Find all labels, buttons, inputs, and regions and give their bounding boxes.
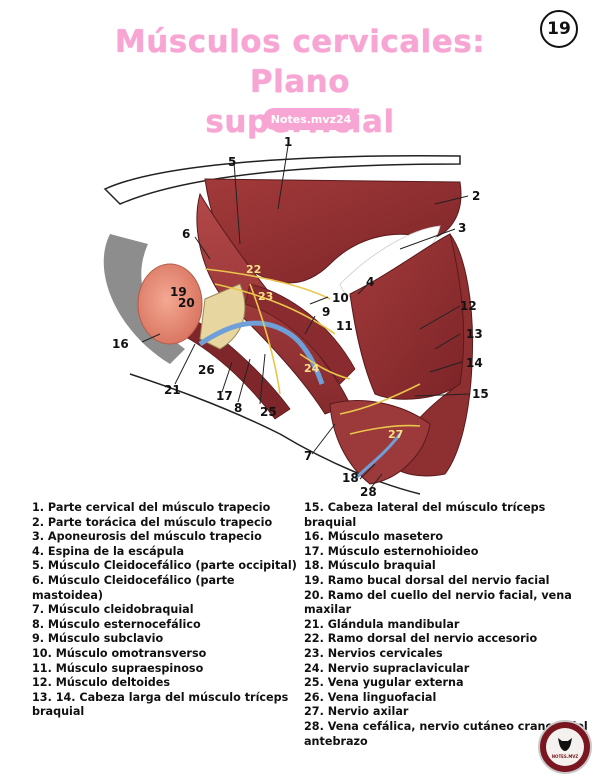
leader-lines xyxy=(141,145,471,490)
anatomy-illustration: 1 2 3 4 5 6 7 8 9 10 11 12 13 14 15 16 1… xyxy=(103,135,489,499)
brachial-muscle xyxy=(329,400,431,485)
legend-item: 7. Músculo cleidobraquial xyxy=(32,603,194,617)
anatomy-figure: 1 2 3 4 5 6 7 8 9 10 11 12 13 14 15 16 1… xyxy=(100,134,600,499)
figure-label-28: 28 xyxy=(360,485,377,496)
legend-right-column: 15. Cabeza lateral del músculo tríceps b… xyxy=(304,501,590,749)
figure-label-23: 23 xyxy=(258,290,273,303)
figure-label-3: 3 xyxy=(458,221,466,235)
legend-item: 10. Músculo omotransverso xyxy=(32,646,207,660)
figure-label-21: 21 xyxy=(164,383,181,397)
title-line-1: Músculos cervicales: Plano xyxy=(114,24,486,100)
figure-label-11: 11 xyxy=(336,319,353,333)
figure-label-20: 20 xyxy=(178,296,195,310)
legend-item: 16. Músculo masetero xyxy=(304,530,444,544)
legend-item: 6. Músculo Cleidocefálico (parte mastoid… xyxy=(32,573,235,602)
author-badge: Notes.mvz24 xyxy=(263,108,359,130)
legend-item: 20. Ramo del cuello del nervio facial, v… xyxy=(304,588,572,617)
figure-label-10: 10 xyxy=(332,291,349,305)
figure-label-17: 17 xyxy=(216,389,233,403)
figure-label-24: 24 xyxy=(304,362,320,375)
legend-item: 13. 14. Cabeza larga del músculo tríceps… xyxy=(32,690,289,719)
figure-label-14: 14 xyxy=(466,356,483,370)
legend-item: 23. Nervios cervicales xyxy=(304,646,443,660)
figure-label-5: 5 xyxy=(228,155,236,169)
body-outline xyxy=(103,155,461,205)
figure-label-15: 15 xyxy=(472,387,489,401)
figure-label-7: 7 xyxy=(304,449,312,463)
legend-item: 28. Vena cefálica, nervio cutáneo cranea… xyxy=(304,719,588,748)
figure-label-22: 22 xyxy=(246,263,261,276)
masseter-muscle xyxy=(137,263,203,345)
triceps-muscle xyxy=(389,233,473,477)
legend-item: 2. Parte torácica del músculo trapecio xyxy=(32,515,273,529)
figure-label-6: 6 xyxy=(182,227,190,241)
figure-label-4: 4 xyxy=(366,275,374,289)
legend-item: 22. Ramo dorsal del nervio accesorio xyxy=(304,632,538,646)
legend-item: 17. Músculo esternohioideo xyxy=(304,544,479,558)
legend-item: 11. Músculo supraespinoso xyxy=(32,661,204,675)
legend-item: 4. Espina de la escápula xyxy=(32,544,185,558)
legend-item: 8. Músculo esternocefálico xyxy=(32,617,201,631)
figure-label-9: 9 xyxy=(322,305,330,319)
legend-item: 3. Aponeurosis del músculo trapecio xyxy=(32,530,262,544)
figure-label-26: 26 xyxy=(198,363,215,377)
figure-label-8: 8 xyxy=(234,401,242,415)
figure-label-12: 12 xyxy=(460,299,477,313)
logo-inner: NOTES.MVZ xyxy=(546,728,584,766)
legend-item: 27. Nervio axilar xyxy=(304,705,409,719)
legend-item: 21. Glándula mandibular xyxy=(304,617,460,631)
figure-label-27: 27 xyxy=(388,428,403,441)
legend-item: 15. Cabeza lateral del músculo tríceps b… xyxy=(304,501,546,529)
omotransverse-muscle xyxy=(244,283,356,385)
logo-text: NOTES.MVZ xyxy=(551,754,579,759)
legend-item: 26. Vena linguofacial xyxy=(304,690,437,704)
cephalic-vein xyxy=(353,433,402,481)
legend-item: 24. Nervio supraclavicular xyxy=(304,661,470,675)
legend-item: 1. Parte cervical del músculo trapecio xyxy=(32,501,271,514)
legend-item: 12. Músculo deltoides xyxy=(32,676,171,690)
figure-label-25: 25 xyxy=(260,405,277,419)
legend-item: 18. Músculo braquial xyxy=(304,559,436,573)
figure-label-16: 16 xyxy=(112,337,129,351)
legend-item: 19. Ramo bucal dorsal del nervio facial xyxy=(304,573,550,587)
legend-item: 9. Músculo subclavio xyxy=(32,632,164,646)
figure-label-18: 18 xyxy=(342,471,359,485)
legend-item: 25. Vena yugular externa xyxy=(304,676,464,690)
nerves xyxy=(204,268,421,435)
figure-label-13: 13 xyxy=(466,327,483,341)
figure-label-2: 2 xyxy=(472,189,480,203)
cow-head-icon xyxy=(558,738,572,751)
legend-item: 5. Músculo Cleidocefálico (parte occipit… xyxy=(32,559,297,573)
author-logo: NOTES.MVZ xyxy=(538,720,592,774)
legend-left-column: 1. Parte cervical del músculo trapecio 2… xyxy=(32,501,300,720)
figure-label-19: 19 xyxy=(170,285,187,299)
page-title: Músculos cervicales: Plano superficial xyxy=(60,22,540,142)
page-number: 19 xyxy=(540,10,578,48)
figure-label-1: 1 xyxy=(284,135,292,149)
